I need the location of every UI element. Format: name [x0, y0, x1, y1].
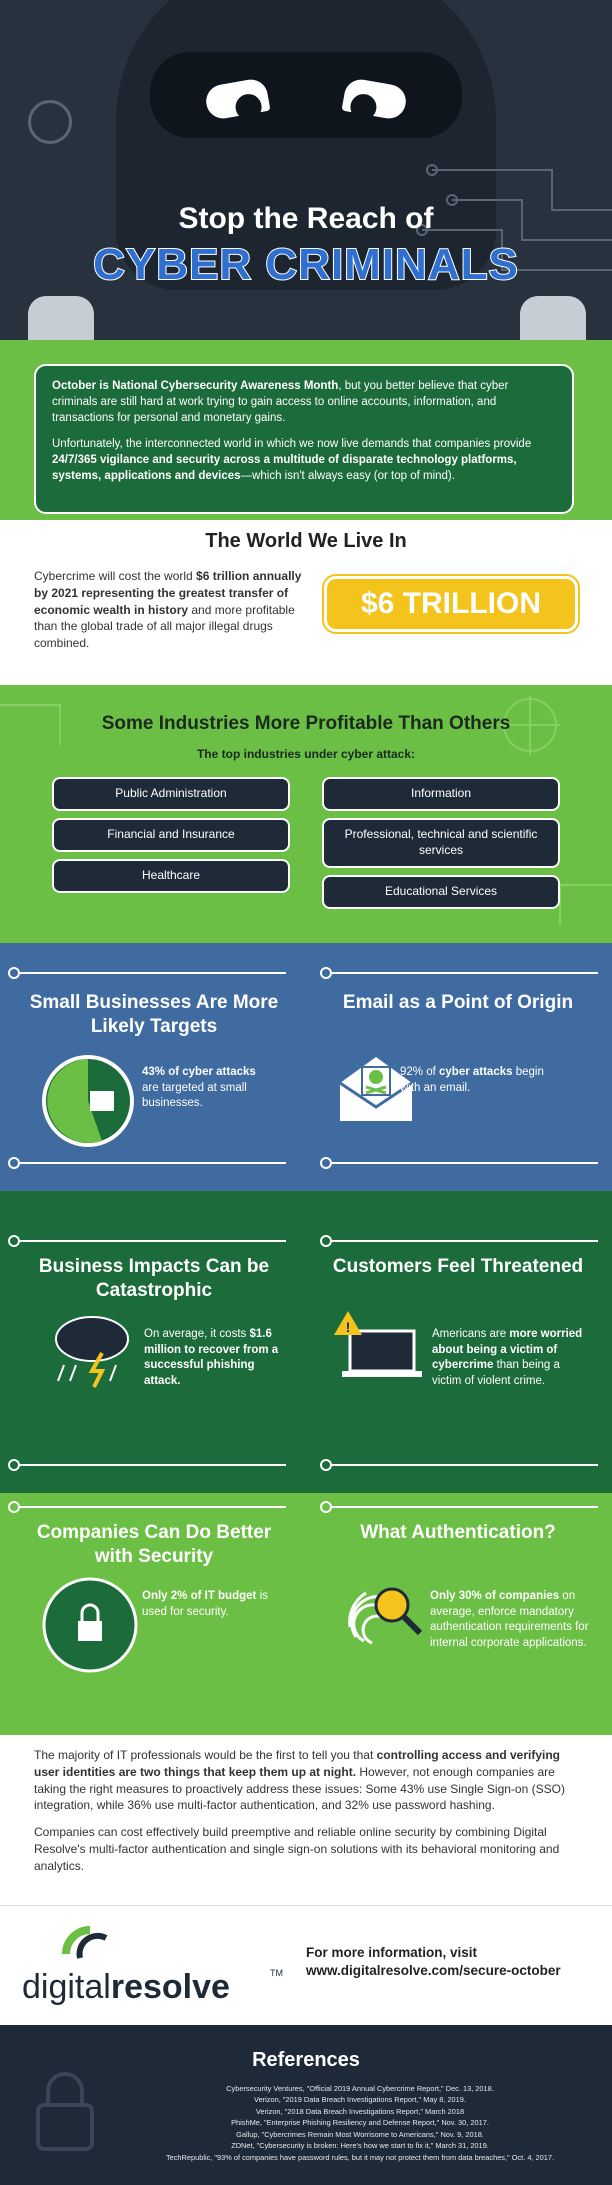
right-hand-illustration [520, 296, 586, 340]
world-text-post: and more profitable than the global trad… [34, 602, 295, 651]
world-text: Cybercrime will cost the world $6 trilli… [34, 568, 314, 652]
industry-pill: Healthcare [52, 859, 290, 893]
conclusion-p1-post: However, not enough companies are taking… [34, 1764, 565, 1813]
digital-resolve-logo-mark [62, 1926, 108, 1959]
pie-chart-icon [42, 1055, 134, 1147]
auth-text-bold: Only 30% of companies [430, 1590, 560, 1602]
intro-paragraph-2: Unfortunately, the interconnected world … [52, 436, 556, 484]
conclusion-paragraph-1: The majority of IT professionals would b… [34, 1747, 578, 1814]
small-business-text-bold: 43% of cyber attacks [142, 1066, 256, 1078]
laptop-warning-icon: ! [334, 1311, 422, 1377]
small-business-text: 43% of cyber attacks are targeted at sma… [142, 1065, 272, 1112]
left-hand-illustration [28, 296, 94, 340]
hacker-head-illustration [116, 0, 496, 290]
references-list: Cybersecurity Ventures, "Official 2019 A… [120, 2083, 600, 2163]
customers-text-rest: than being a victim of violent crime. [432, 1359, 560, 1387]
email-title: Email as a Point of Origin [342, 992, 574, 1013]
circuit-lines-decoration [416, 164, 612, 271]
world-section: The World We Live In Cybercrime will cos… [0, 520, 612, 685]
authentication-text: Only 30% of companies on average, enforc… [430, 1589, 594, 1651]
circuit-background-decoration [0, 695, 612, 925]
business-impacts-text: On average, it costs $1.6 million to rec… [144, 1327, 284, 1389]
small-business-text-rest: are targeted at small businesses. [142, 1081, 247, 1110]
industries-subtitle: The top industries under cyber attack: [196, 747, 416, 761]
industry-pill: Financial and Insurance [52, 818, 290, 852]
reference-item: TechRepublic, "93% of companies have pas… [165, 2152, 555, 2162]
industry-pill: Information [322, 777, 560, 811]
conclusion-p1-bold: controlling access and verifying user id… [34, 1748, 560, 1779]
six-trillion-badge: $6 TRILLION [322, 574, 580, 634]
world-text-bold: $6 trillion annually by 2021 representin… [34, 569, 302, 617]
intro-p1-rest: , but you better believe that cyber crim… [52, 380, 509, 425]
hero-title-line2: CYBER CRIMINALS [92, 239, 519, 290]
intro-box: October is National Cybersecurity Awaren… [34, 364, 574, 514]
impacts-text-pre: On average, it costs [144, 1328, 250, 1340]
logo-text-bold: resolve [110, 1968, 230, 2006]
reference-item: Verizon, "2018 Data Breach Investigation… [255, 2106, 465, 2116]
reference-item: ZDNet, "Cybersecurity is broken: Here's … [231, 2141, 489, 2151]
small-business-title: Small Businesses Are More Likely Targets [29, 992, 279, 1037]
reference-item: Gallup, "Cybercrimes Remain Most Worriso… [236, 2129, 484, 2139]
more-info-url[interactable]: www.digitalresolve.com/secure-october [306, 1962, 561, 1978]
references-section: References Cybersecurity Ventures, "Offi… [0, 2025, 612, 2185]
logo-text-light: digital [22, 1968, 111, 2006]
business-impacts-title: Business Impacts Can be Catastrophic [38, 1256, 270, 1301]
intro-paragraph-1: October is National Cybersecurity Awaren… [52, 378, 556, 426]
email-skull-icon [339, 1057, 413, 1121]
reference-item: Cybersecurity Ventures, "Official 2019 A… [226, 2084, 494, 2093]
conclusion-p1-pre: The majority of IT professionals would b… [34, 1748, 377, 1762]
industry-pill: Educational Services [322, 875, 560, 909]
authentication-title: What Authentication? [360, 1522, 556, 1543]
world-text-pre: Cybercrime will cost the world [34, 569, 197, 583]
intro-p2-pre: Unfortunately, the interconnected world … [52, 438, 532, 451]
customers-title: Customers Feel Threatened [332, 1256, 584, 1277]
svg-text:!: ! [346, 1319, 351, 1335]
lock-icon [42, 1577, 138, 1673]
storm-cloud-icon [55, 1316, 129, 1388]
industry-pill: Public Administration [52, 777, 290, 811]
stats-section-blue: Small Businesses Are More Likely Targets… [0, 943, 612, 1191]
customers-text: Americans are more worried about being a… [432, 1327, 592, 1389]
padlock-decoration-icon [36, 2072, 94, 2151]
digital-resolve-logo: digitalresolve [22, 1968, 230, 2007]
conclusion-section: The majority of IT professionals would b… [0, 1735, 612, 1905]
intro-p2-post: —which isn't always easy (or top of mind… [240, 470, 455, 483]
brand-section: digitalresolve TM For more information, … [0, 1905, 612, 2025]
email-text: 92% of cyber attacks begin with an email… [400, 1065, 560, 1096]
globe-icon [28, 100, 72, 144]
industries-title: Some Industries More Profitable Than Oth… [101, 713, 511, 734]
auth-text-rest: on average, enforce mandatory authentica… [430, 1590, 589, 1649]
references-title: References [252, 2049, 360, 2071]
hero-section: Stop the Reach of CYBER CRIMINALS [0, 0, 612, 340]
fingerprint-magnifier-icon [348, 1587, 423, 1645]
impacts-text-bold: $1.6 million to recover from a successfu… [144, 1328, 279, 1387]
email-text-rest: begin with an email. [400, 1066, 544, 1094]
companies-text-rest: is used for security. [142, 1590, 268, 1618]
intro-section: October is National Cybersecurity Awaren… [0, 340, 612, 520]
customers-text-pre: Americans are [432, 1328, 510, 1340]
hacker-mask-illustration [150, 52, 462, 138]
reference-item: PhishMe, "Enterprise Phishing Resiliency… [231, 2118, 489, 2128]
conclusion-paragraph-2: Companies can cost effectively build pre… [34, 1825, 560, 1873]
world-title: The World We Live In [205, 530, 407, 552]
companies-text-bold: Only 2% of IT budget [142, 1590, 257, 1602]
industry-pill: Professional, technical and scientific s… [322, 818, 560, 868]
companies-text: Only 2% of IT budget is used for securit… [142, 1589, 292, 1620]
email-text-pre: 92% of [400, 1066, 439, 1078]
more-info-line1: For more information, visit [306, 1945, 478, 1960]
customers-text-bold: more worried about being a victim of cyb… [432, 1328, 583, 1372]
stats-section-light-green: Companies Can Do Better with Security On… [0, 1493, 612, 1735]
industries-section: Some Industries More Profitable Than Oth… [0, 685, 612, 943]
companies-title: Companies Can Do Better with Security [36, 1522, 272, 1567]
stats-section-dark-green: Business Impacts Can be Catastrophic On … [0, 1191, 612, 1493]
intro-p2-bold: 24/7/365 vigilance and security across a… [52, 454, 517, 483]
reference-item: Verizon, "2019 Data Breach Investigation… [254, 2095, 466, 2105]
intro-p1-bold: October is National Cybersecurity Awaren… [52, 380, 339, 392]
hero-title-line1: Stop the Reach of [178, 202, 434, 235]
email-text-bold: cyber attacks [439, 1066, 513, 1078]
more-info: For more information, visit www.digitalr… [306, 1944, 606, 1979]
logo-trademark: TM [270, 1968, 283, 1978]
